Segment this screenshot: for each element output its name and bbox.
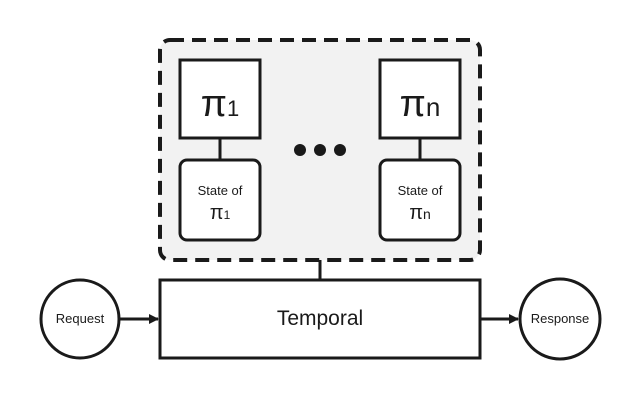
ellipsis-dot-3	[334, 144, 346, 156]
request-label: Request	[56, 311, 105, 326]
policy-1-state-box	[178, 158, 262, 242]
policy-n-subscript: n	[426, 92, 440, 122]
policy-1-label: π1	[201, 83, 239, 125]
policy-1-subscript: 1	[227, 96, 239, 121]
policy-n-state-symbol: πn	[409, 202, 431, 224]
policy-1-state-label: State of	[198, 183, 243, 198]
policy-n-label: πn	[400, 83, 441, 125]
response-node	[518, 277, 602, 361]
policy-n-state-box	[378, 158, 462, 242]
response-label: Response	[531, 311, 590, 326]
policy-n-state-label: State of	[398, 183, 443, 198]
ellipsis-dot-2	[314, 144, 326, 156]
temporal-box	[158, 278, 482, 360]
temporal-label: Temporal	[277, 307, 363, 330]
policy-1-state-symbol: π1	[210, 202, 231, 224]
policy-n-symbol: π	[400, 83, 426, 125]
ellipsis-dot-1	[294, 144, 306, 156]
policy-1-box	[178, 58, 262, 140]
policy-1-symbol: π	[201, 83, 227, 125]
